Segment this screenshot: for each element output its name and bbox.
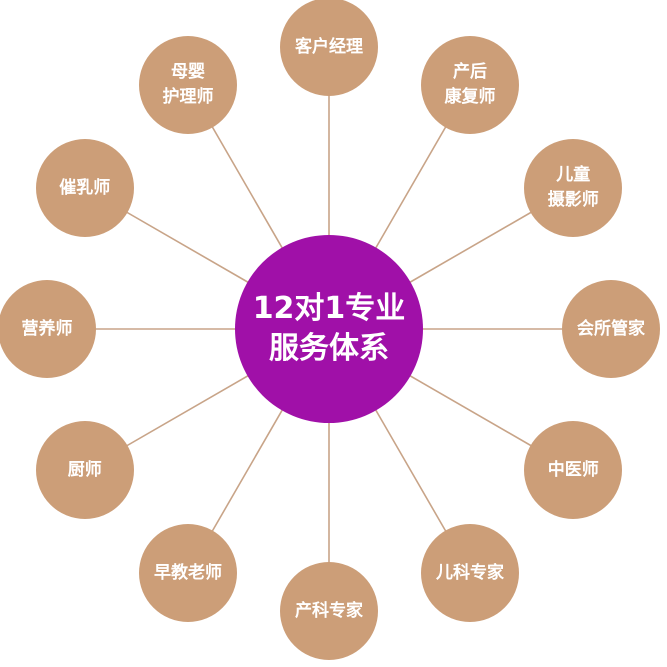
role-node-maternal-infant-nurse: 母婴 护理师 bbox=[139, 35, 237, 134]
role-label: 母婴 护理师 bbox=[162, 62, 214, 107]
connector-line bbox=[125, 210, 250, 284]
hub-circle: 12对1专业 服务体系 bbox=[235, 235, 423, 423]
role-node-tcm-doctor: 中医师 bbox=[524, 421, 623, 519]
role-node-obstetric-expert: 产科专家 bbox=[280, 562, 378, 660]
role-node-lactation-consultant: 催乳师 bbox=[35, 139, 134, 237]
role-label: 厨师 bbox=[67, 459, 102, 480]
role-node-early-education-teacher: 早教老师 bbox=[139, 524, 237, 623]
role-label: 中医师 bbox=[547, 459, 599, 480]
connector-line bbox=[374, 408, 448, 533]
role-label: 会所管家 bbox=[577, 318, 645, 339]
role-node-nutritionist: 营养师 bbox=[0, 280, 96, 378]
role-label: 催乳师 bbox=[59, 177, 111, 198]
hub-label: 12对1专业 服务体系 bbox=[252, 291, 406, 366]
connector-line bbox=[210, 408, 284, 533]
role-label: 产科专家 bbox=[295, 600, 363, 621]
role-label: 早教老师 bbox=[154, 562, 222, 583]
role-label: 儿童 摄影师 bbox=[547, 165, 599, 210]
role-label: 儿科专家 bbox=[436, 562, 504, 583]
connector-line bbox=[125, 374, 250, 448]
connector-line bbox=[374, 125, 448, 250]
connector-line bbox=[408, 374, 533, 448]
connector-line bbox=[210, 125, 284, 250]
role-node-club-butler: 会所管家 bbox=[562, 280, 660, 378]
role-node-pediatric-expert: 儿科专家 bbox=[421, 524, 519, 623]
role-label: 客户经理 bbox=[295, 36, 363, 57]
role-node-account-manager: 客户经理 bbox=[280, 0, 378, 96]
connector-line bbox=[408, 210, 533, 284]
role-node-chef: 厨师 bbox=[35, 421, 134, 519]
role-label: 产后 康复师 bbox=[444, 62, 496, 107]
role-node-postpartum-rehab: 产后 康复师 bbox=[421, 35, 519, 134]
role-node-child-photographer: 儿童 摄影师 bbox=[524, 139, 623, 237]
role-label: 营养师 bbox=[21, 318, 73, 339]
